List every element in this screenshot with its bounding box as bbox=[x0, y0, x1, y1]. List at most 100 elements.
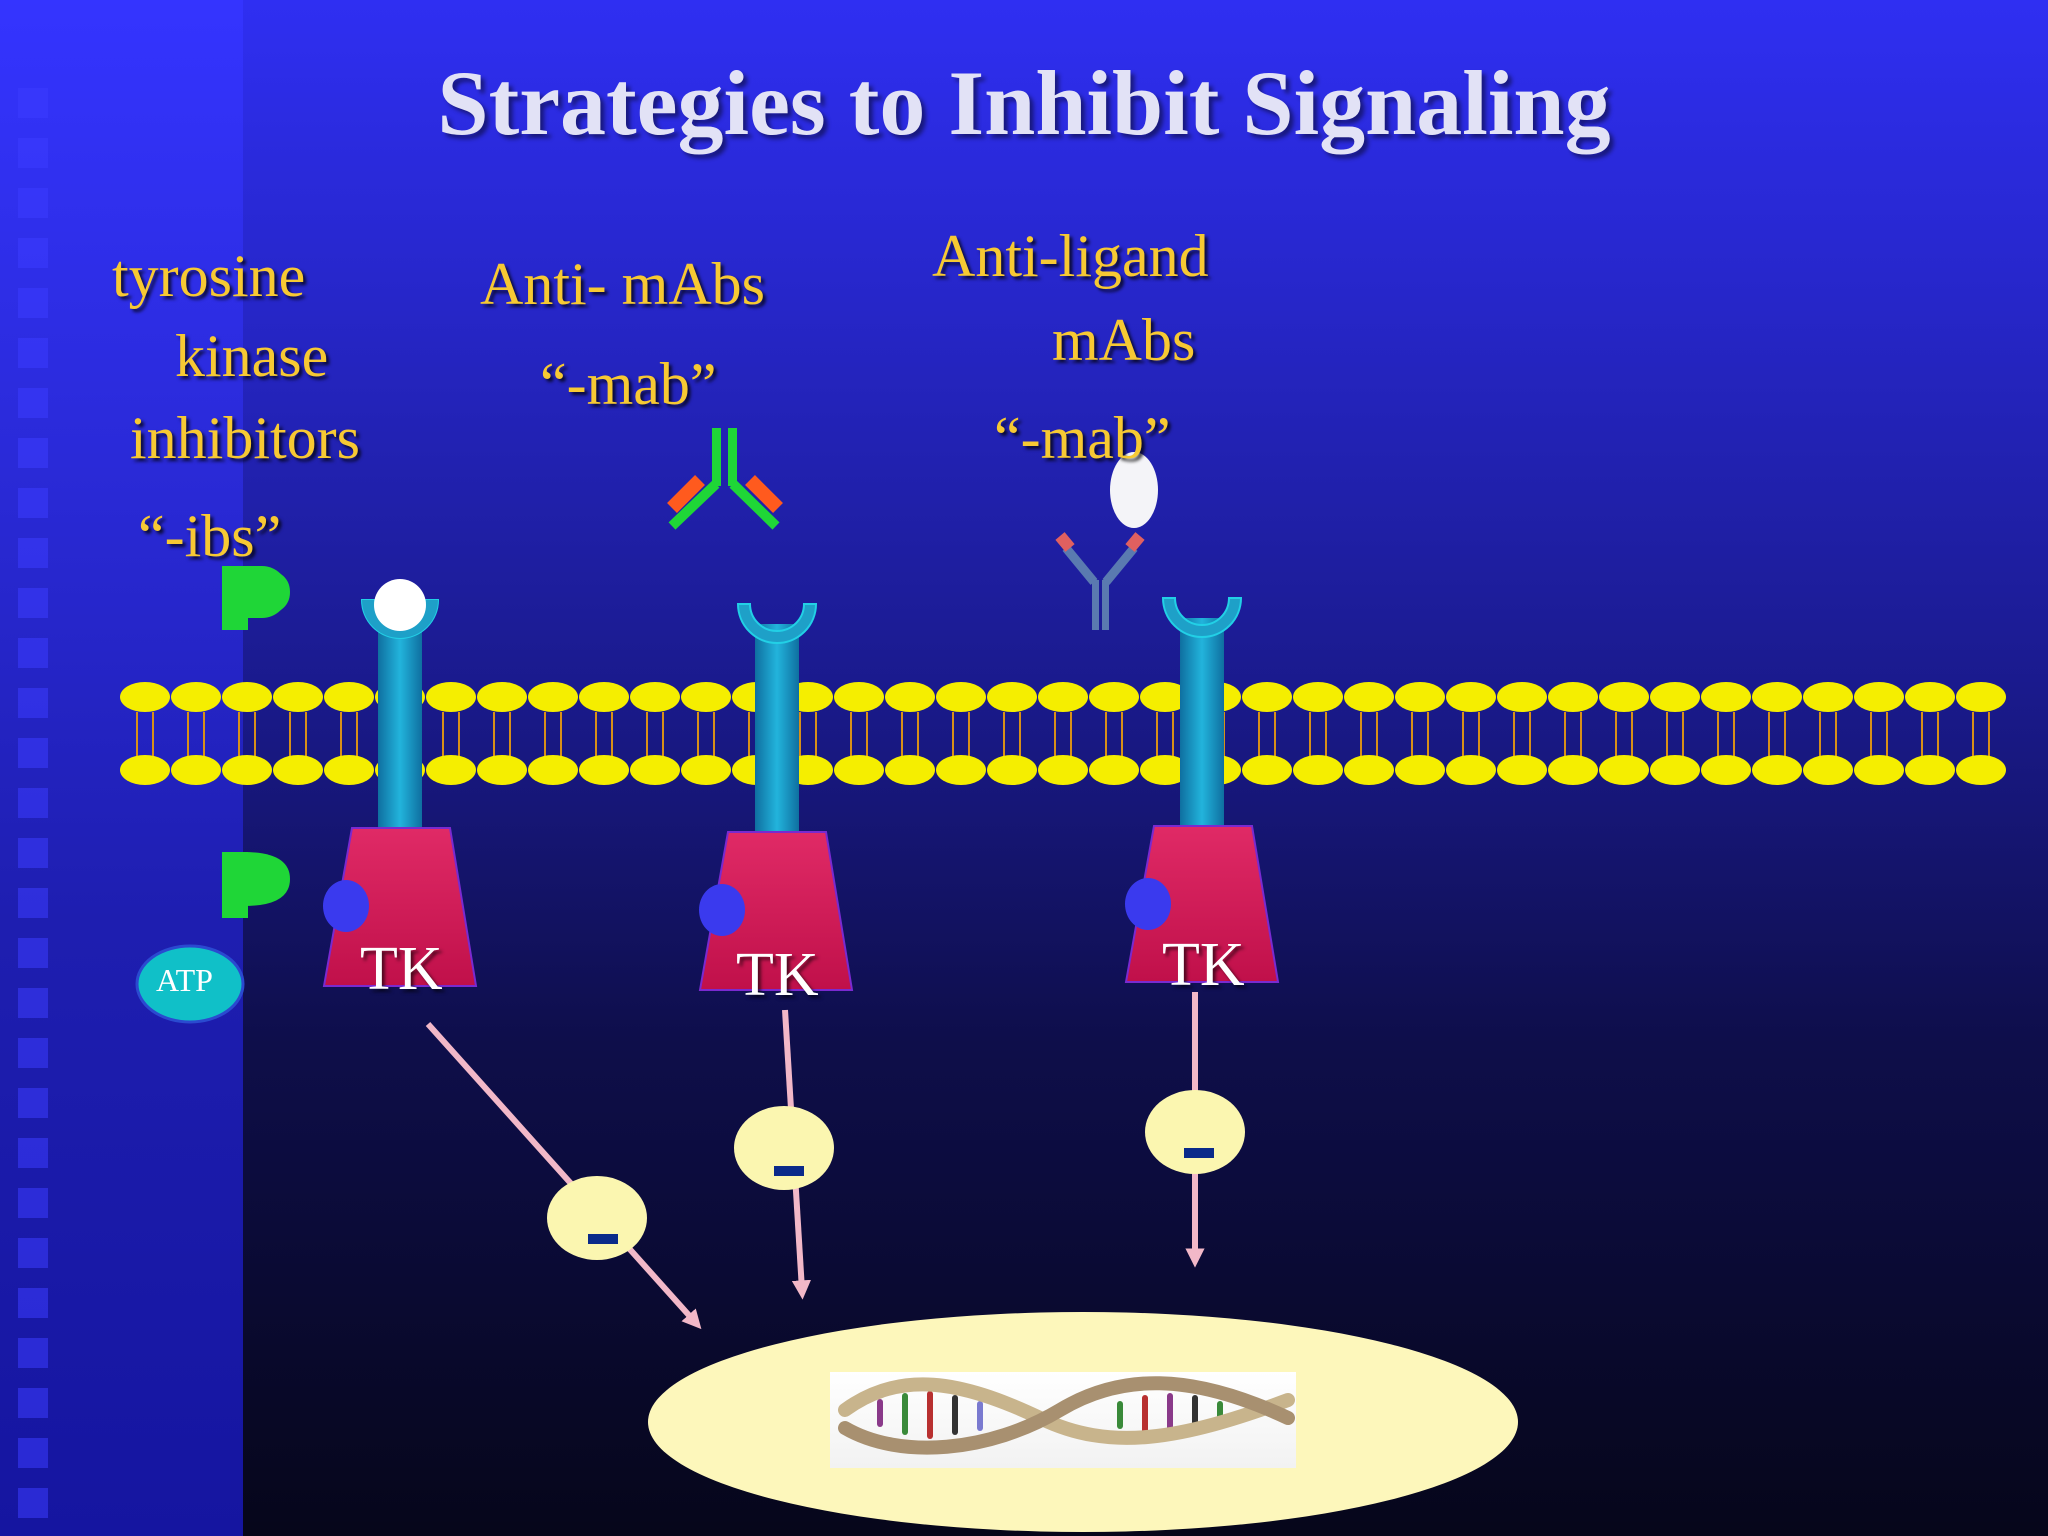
lipid-head bbox=[171, 682, 221, 712]
lipid-head bbox=[1038, 682, 1088, 712]
antibody-icon bbox=[667, 428, 783, 530]
lipid-head bbox=[1803, 682, 1853, 712]
strip-square bbox=[18, 188, 48, 218]
lipid-head bbox=[936, 682, 986, 712]
ligand-icon bbox=[1110, 452, 1158, 528]
lipid-head bbox=[579, 755, 629, 785]
lipid-head bbox=[1599, 755, 1649, 785]
arrow-1 bbox=[425, 1021, 702, 1330]
lipid-head bbox=[1803, 755, 1853, 785]
strip-square bbox=[18, 788, 48, 818]
cell-membrane bbox=[120, 682, 2006, 785]
lipid-head bbox=[1344, 755, 1394, 785]
signal-molecule-2 bbox=[734, 1106, 834, 1190]
anti-ligand-suffix: “-mab” bbox=[994, 405, 1171, 471]
lipid-head bbox=[885, 755, 935, 785]
lipid-head bbox=[1548, 682, 1598, 712]
lipid-head bbox=[1140, 682, 1190, 712]
lipid-head bbox=[1242, 755, 1292, 785]
tk-label-2: TK bbox=[736, 941, 819, 1009]
tk-label-1: TK bbox=[360, 935, 443, 1003]
lipid-head bbox=[1089, 682, 1139, 712]
receptor-2 bbox=[698, 603, 854, 991]
lipid-head bbox=[1446, 682, 1496, 712]
anti-ligand-antibody bbox=[1055, 452, 1158, 630]
lipid-head bbox=[681, 755, 731, 785]
atp-binding-site bbox=[1125, 878, 1171, 930]
strip-square bbox=[18, 1188, 48, 1218]
lipid-head bbox=[1293, 682, 1343, 712]
strip-square bbox=[18, 1338, 48, 1368]
tki-label-line-2: kinase bbox=[175, 323, 329, 389]
lipid-head bbox=[324, 682, 374, 712]
lipid-head bbox=[1854, 755, 1904, 785]
lipid-head bbox=[681, 682, 731, 712]
lipid-head bbox=[528, 682, 578, 712]
lipid-head bbox=[1752, 755, 1802, 785]
tyrosine-kinase-domain bbox=[322, 827, 478, 987]
strip-square bbox=[18, 1088, 48, 1118]
strip-square bbox=[18, 438, 48, 468]
phosphate-p-icon bbox=[222, 852, 290, 918]
atp-binding-site bbox=[323, 880, 369, 932]
antibody-icon bbox=[1055, 532, 1145, 630]
ligand-icon bbox=[374, 579, 426, 631]
lipid-head bbox=[1242, 682, 1292, 712]
strip-square bbox=[18, 238, 48, 268]
lipid-head bbox=[1293, 755, 1343, 785]
strip-square bbox=[18, 338, 48, 368]
lipid-head bbox=[1650, 682, 1700, 712]
lipid-head bbox=[1140, 755, 1190, 785]
lipid-head bbox=[987, 755, 1037, 785]
lipid-head bbox=[324, 755, 374, 785]
lipid-head bbox=[1752, 682, 1802, 712]
receptor-1 bbox=[322, 579, 478, 987]
signal-molecule-1 bbox=[547, 1176, 647, 1260]
tyrosine-kinase-domain bbox=[698, 831, 854, 991]
strip-square bbox=[18, 1238, 48, 1268]
minus-icon bbox=[1184, 1148, 1214, 1158]
strip-square bbox=[18, 288, 48, 318]
lipid-head bbox=[1446, 755, 1496, 785]
strip-square bbox=[18, 988, 48, 1018]
tk-label-3: TK bbox=[1162, 931, 1245, 999]
anti-receptor-label: Anti- mAbs bbox=[480, 251, 765, 317]
atp-label: ATP bbox=[156, 962, 213, 998]
strip-square bbox=[18, 738, 48, 768]
minus-icon bbox=[774, 1166, 804, 1176]
strip-square bbox=[18, 888, 48, 918]
lipid-head bbox=[1089, 755, 1139, 785]
lipid-head bbox=[477, 682, 527, 712]
lipid-head bbox=[1905, 755, 1955, 785]
lipid-head bbox=[579, 682, 629, 712]
lipid-head bbox=[1497, 682, 1547, 712]
lipid-head bbox=[834, 755, 884, 785]
anti-ligand-label-line-2: mAbs bbox=[1052, 307, 1196, 373]
lipid-head bbox=[630, 755, 680, 785]
lipid-head bbox=[1854, 682, 1904, 712]
strip-square bbox=[18, 388, 48, 418]
lipid-head bbox=[120, 755, 170, 785]
strip-square bbox=[18, 488, 48, 518]
strip-square bbox=[18, 1288, 48, 1318]
strip-square bbox=[18, 1388, 48, 1418]
receptor-binding-cup bbox=[736, 603, 818, 644]
strip-square bbox=[18, 88, 48, 118]
lipid-head bbox=[222, 682, 272, 712]
lipid-head bbox=[987, 682, 1037, 712]
lipid-head bbox=[1905, 682, 1955, 712]
strip-square bbox=[18, 838, 48, 868]
lipid-head bbox=[528, 755, 578, 785]
lipid-head bbox=[1956, 755, 2006, 785]
lipid-head bbox=[936, 755, 986, 785]
lipid-head bbox=[1701, 755, 1751, 785]
strip-square bbox=[18, 538, 48, 568]
lipid-head bbox=[426, 755, 476, 785]
strip-square bbox=[18, 1138, 48, 1168]
strip-square bbox=[18, 1488, 48, 1518]
lipid-head bbox=[1395, 682, 1445, 712]
lipid-head bbox=[630, 682, 680, 712]
dna-helix-icon bbox=[838, 1376, 1295, 1455]
tki-label-line-1: tyrosine bbox=[112, 243, 306, 309]
